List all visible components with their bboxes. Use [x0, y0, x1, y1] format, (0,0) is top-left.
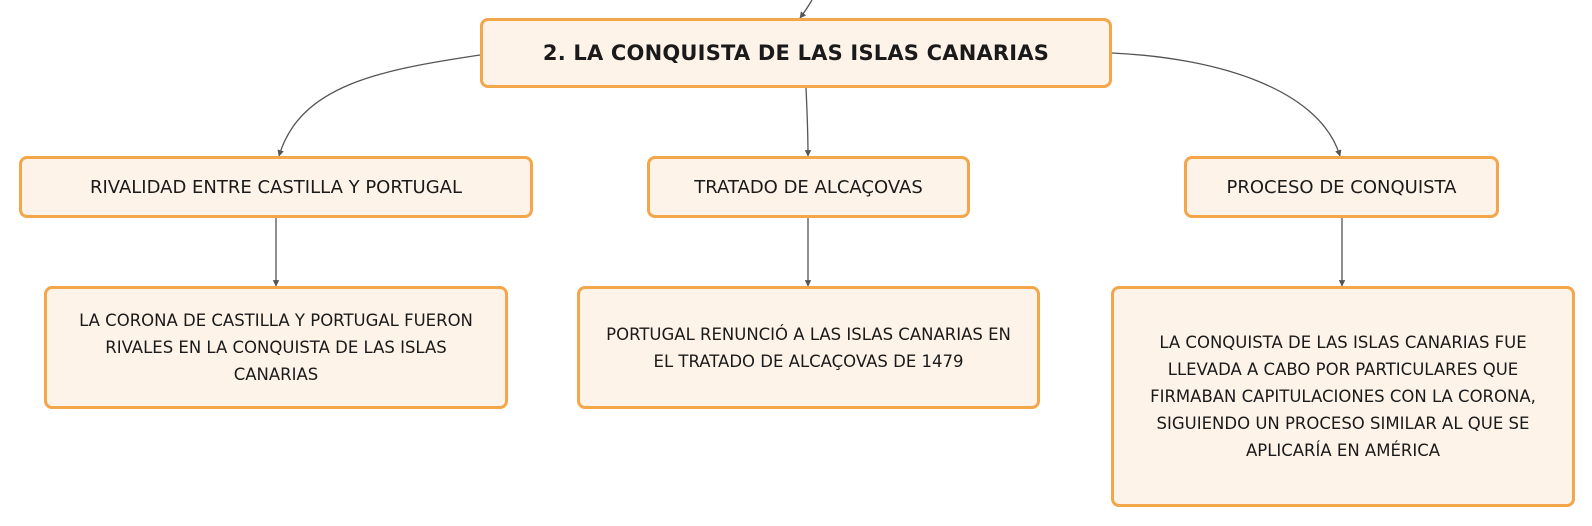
detail-text: LA CORONA DE CASTILLA Y PORTUGAL FUERON …	[79, 311, 473, 384]
detail-node-tratado[interactable]: PORTUGAL RENUNCIÓ A LAS ISLAS CANARIAS E…	[577, 286, 1040, 409]
detail-node-proceso[interactable]: LA CONQUISTA DE LAS ISLAS CANARIAS FUE L…	[1111, 286, 1575, 507]
root-topic-node[interactable]: 2. LA CONQUISTA DE LAS ISLAS CANARIAS	[480, 18, 1112, 88]
branch-label: RIVALIDAD ENTRE CASTILLA Y PORTUGAL	[89, 176, 462, 198]
branch-label: PROCESO DE CONQUISTA	[1226, 176, 1457, 198]
detail-text: PORTUGAL RENUNCIÓ A LAS ISLAS CANARIAS E…	[606, 324, 1011, 371]
connector-root-to-branch-2	[804, 87, 812, 157]
branch-label: TRATADO DE ALCAÇOVAS	[694, 176, 923, 198]
root-topic-label: 2. LA CONQUISTA DE LAS ISLAS CANARIAS	[542, 41, 1050, 65]
connector-root-to-branch-3	[1111, 52, 1342, 157]
branch-node-proceso[interactable]: PROCESO DE CONQUISTA	[1184, 156, 1499, 218]
branch-node-tratado[interactable]: TRATADO DE ALCAÇOVAS	[647, 156, 970, 218]
connector-root-to-branch-1	[277, 54, 481, 157]
branch-node-rivalidad[interactable]: RIVALIDAD ENTRE CASTILLA Y PORTUGAL	[19, 156, 533, 218]
connector-from-parent	[799, 0, 813, 19]
detail-text: LA CONQUISTA DE LAS ISLAS CANARIAS FUE L…	[1150, 333, 1536, 460]
detail-node-rivalidad[interactable]: LA CORONA DE CASTILLA Y PORTUGAL FUERON …	[44, 286, 508, 409]
